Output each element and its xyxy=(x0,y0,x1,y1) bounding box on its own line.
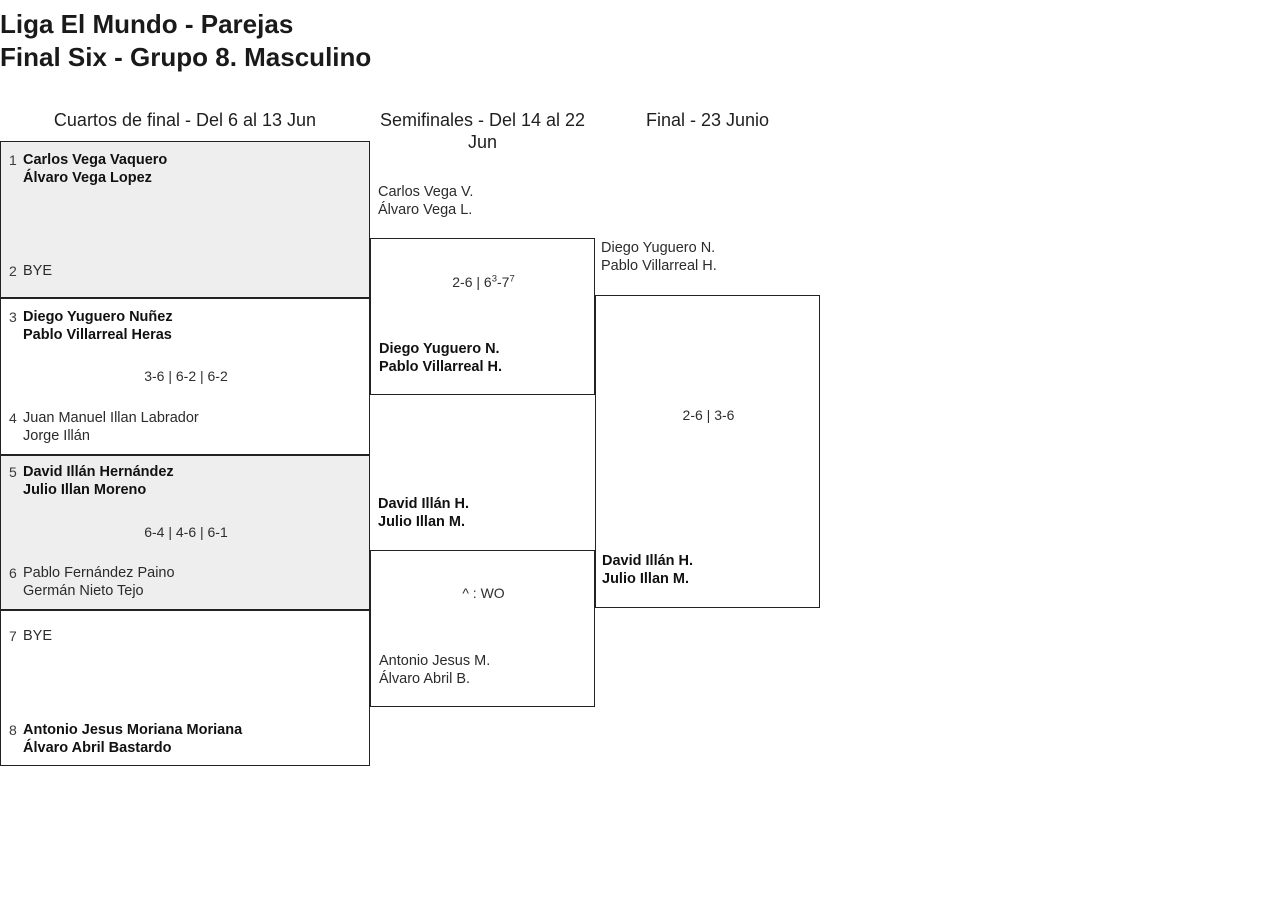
team-slot-winner[interactable]: Diego Yuguero N. Pablo Villarreal H. xyxy=(379,340,502,376)
player-name-2: Álvaro Vega L. xyxy=(378,202,473,218)
player-name-2: Pablo Villarreal H. xyxy=(379,359,503,375)
seed-number: 8 xyxy=(9,722,17,738)
tournament-name: Liga El Mundo - Parejas xyxy=(0,9,294,39)
page-title: Liga El Mundo - Parejas Final Six - Grup… xyxy=(0,8,900,74)
match-box-quarterfinal-3[interactable]: 5 David Illán Hernández Julio Illan More… xyxy=(0,455,370,610)
player-name-2: Germán Nieto Tejo xyxy=(23,583,144,599)
score-set-mid: -7 xyxy=(496,274,510,290)
player-name-2: Julio Illan M. xyxy=(378,514,466,530)
score-set-prefix: 2-6 | 6 xyxy=(452,274,492,290)
score-tiebreak-1: 3 xyxy=(491,273,497,285)
match-box-final[interactable]: 2-6 | 3-6 David Illán H. Julio Illan M. xyxy=(595,295,820,608)
player-name-1: BYE xyxy=(23,628,53,644)
seed-number: 5 xyxy=(9,464,17,480)
seed-number: 2 xyxy=(9,263,17,279)
team-slot-bottom[interactable]: 4 Juan Manuel Illan Labrador Jorge Illán xyxy=(1,409,199,445)
player-name-1: David Illán Hernández xyxy=(23,464,174,480)
player-name-1: Antonio Jesus M. xyxy=(379,653,491,669)
team-slot-top[interactable]: 3 Diego Yuguero Nuñez Pablo Villarreal H… xyxy=(1,308,173,344)
match-box-semifinal-2[interactable]: ^ : WO Antonio Jesus M. Álvaro Abril B. xyxy=(370,550,595,707)
match-box-quarterfinal-4[interactable]: 7 BYE 8 Antonio Jesus Moriana Moriana Ál… xyxy=(0,610,370,766)
player-name-2: Pablo Villarreal H. xyxy=(601,258,717,274)
player-name-1: Juan Manuel Illan Labrador xyxy=(23,410,199,426)
player-name-2: Julio Illan M. xyxy=(602,571,690,587)
player-name-1: Diego Yuguero Nuñez xyxy=(23,309,173,325)
player-name-2: Álvaro Abril B. xyxy=(379,671,471,687)
team-slot-bottom[interactable]: 8 Antonio Jesus Moriana Moriana Álvaro A… xyxy=(1,721,242,757)
match-score: ^ : WO xyxy=(462,585,505,601)
match-box-quarterfinal-2[interactable]: 3 Diego Yuguero Nuñez Pablo Villarreal H… xyxy=(0,298,370,455)
player-name-2: Jorge Illán xyxy=(23,428,90,444)
team-slot-bottom[interactable]: 6 Pablo Fernández Paino Germán Nieto Tej… xyxy=(1,564,175,600)
tournament-subtitle: Final Six - Grupo 8. Masculino xyxy=(0,42,372,72)
player-name-2: Pablo Villarreal Heras xyxy=(23,327,172,343)
semifinal-1-upper-team[interactable]: Carlos Vega V. Álvaro Vega L. xyxy=(378,183,473,219)
final-upper-team[interactable]: Diego Yuguero N. Pablo Villarreal H. xyxy=(601,239,717,275)
match-box-semifinal-1[interactable]: 2-6 | 63-77 Diego Yuguero N. Pablo Villa… xyxy=(370,238,595,395)
team-slot-loser[interactable]: Antonio Jesus M. Álvaro Abril B. xyxy=(379,652,490,688)
seed-number: 3 xyxy=(9,309,17,325)
player-name-1: BYE xyxy=(23,263,53,279)
team-slot-top[interactable]: 5 David Illán Hernández Julio Illan More… xyxy=(1,463,174,499)
seed-number: 6 xyxy=(9,565,17,581)
match-score: 6-4 | 4-6 | 6-1 xyxy=(144,524,228,540)
semifinal-2-upper-team[interactable]: David Illán H. Julio Illan M. xyxy=(378,495,469,531)
player-name-1: David Illán H. xyxy=(378,496,470,512)
seed-number: 1 xyxy=(9,152,17,168)
round-header-quarterfinals: Cuartos de final - Del 6 al 13 Jun xyxy=(53,110,317,130)
player-name-1: David Illán H. xyxy=(602,553,694,569)
player-name-2: Álvaro Abril Bastardo xyxy=(23,740,172,756)
team-slot-champion[interactable]: David Illán H. Julio Illan M. xyxy=(602,552,693,588)
player-name-2: Álvaro Vega Lopez xyxy=(23,170,152,186)
seed-number: 4 xyxy=(9,410,17,426)
match-score: 2-6 | 3-6 xyxy=(682,407,735,423)
player-name-1: Pablo Fernández Paino xyxy=(23,565,175,581)
seed-number: 7 xyxy=(9,628,17,644)
player-name-2: Julio Illan Moreno xyxy=(23,482,147,498)
player-name-1: Diego Yuguero N. xyxy=(379,341,500,357)
team-slot-bottom[interactable]: 2 BYE xyxy=(1,262,52,280)
team-slot-top[interactable]: 1 Carlos Vega Vaquero Álvaro Vega Lopez xyxy=(1,151,167,187)
team-slot-top[interactable]: 7 BYE xyxy=(1,627,52,645)
player-name-1: Diego Yuguero N. xyxy=(601,240,716,256)
round-header-semifinals: Semifinales - Del 14 al 22 Jun xyxy=(379,110,586,152)
match-box-quarterfinal-1[interactable]: 1 Carlos Vega Vaquero Álvaro Vega Lopez … xyxy=(0,141,370,298)
player-name-1: Antonio Jesus Moriana Moriana xyxy=(23,722,243,738)
round-header-final: Final - 23 Junio xyxy=(645,110,770,130)
match-score: 2-6 | 63-77 xyxy=(371,273,596,291)
match-score: 3-6 | 6-2 | 6-2 xyxy=(144,368,228,384)
player-name-1: Carlos Vega V. xyxy=(378,184,474,200)
player-name-1: Carlos Vega Vaquero xyxy=(23,152,168,168)
score-tiebreak-2: 7 xyxy=(509,273,515,285)
